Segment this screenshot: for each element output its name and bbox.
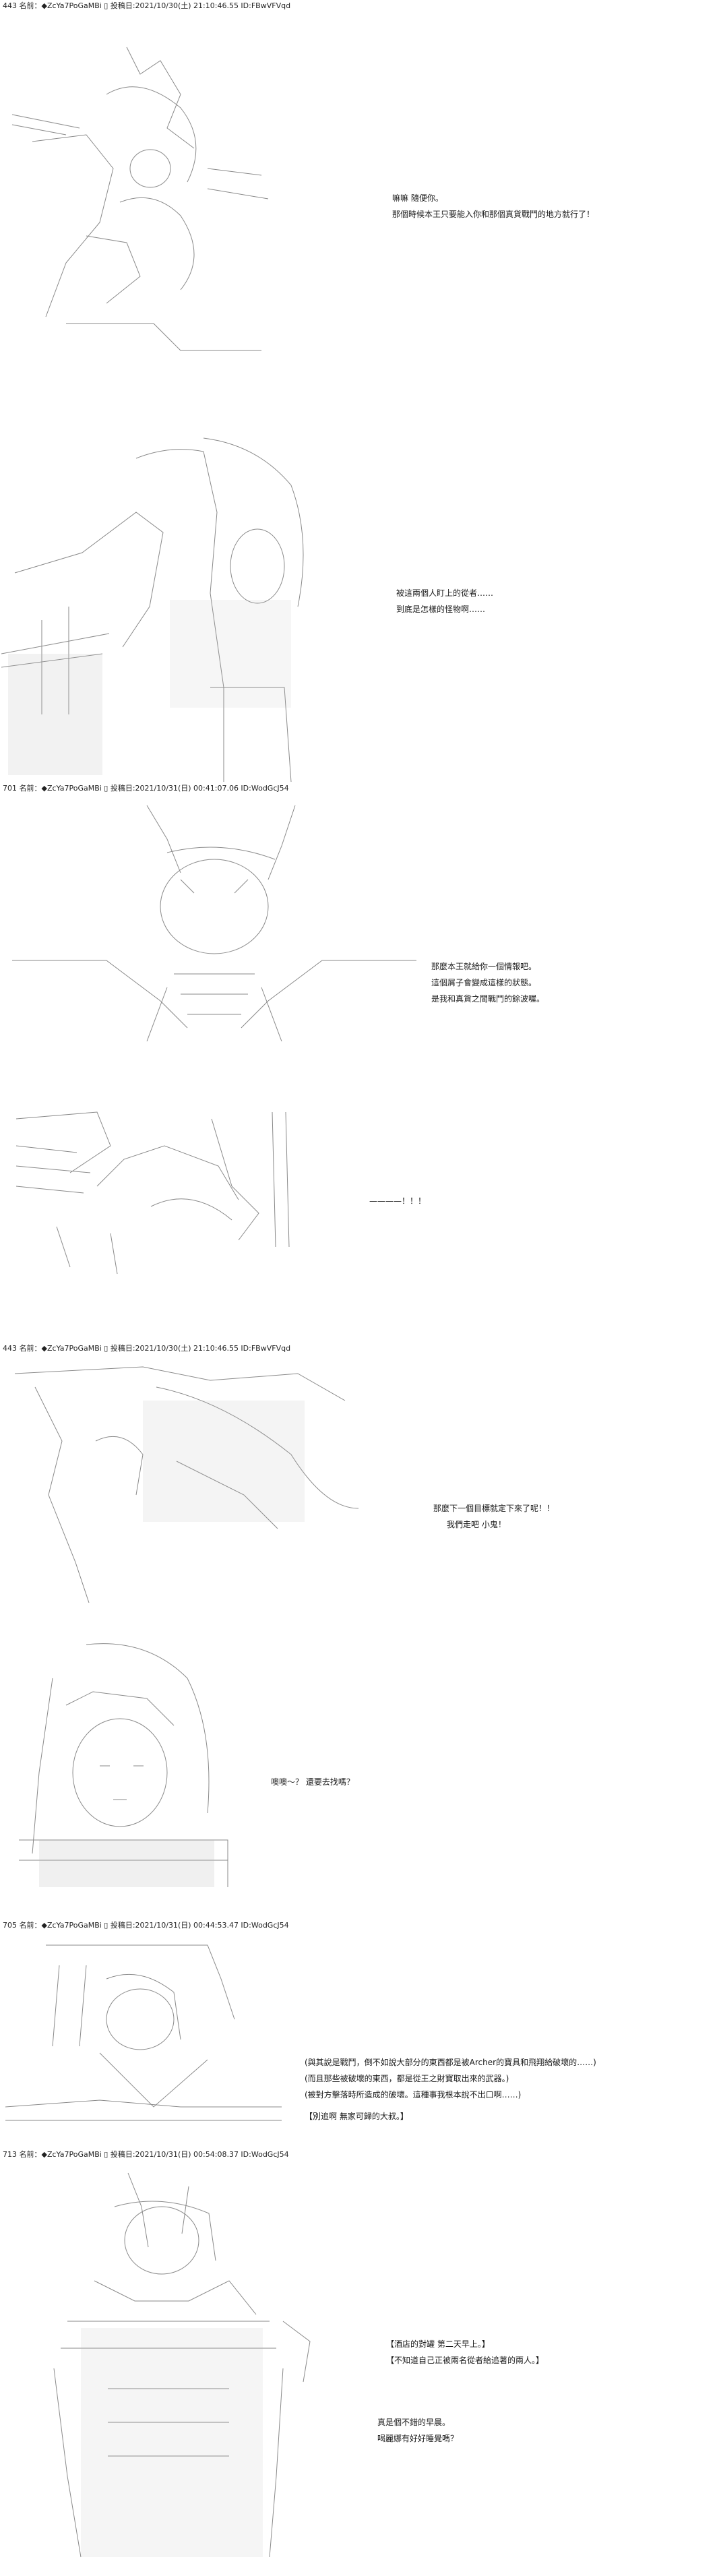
ascii-art-sketch [53, 2172, 311, 2558]
dialogue-line: 那麼下一個目標就定下來了呢！！ [433, 1504, 555, 1513]
ascii-art-figure [5, 34, 288, 364]
dialogue-line: ————！！！ [369, 1196, 427, 1206]
ascii-art-sketch [11, 47, 269, 351]
ascii-art-figure [16, 1105, 299, 1281]
ascii-art-figure [1, 431, 318, 782]
ascii-art-sketch [14, 1366, 358, 1603]
ascii-art-figure [5, 1938, 282, 2134]
dialogue-line: 真是個不錯的早晨。 [377, 2418, 451, 2427]
ascii-art-sketch [1, 437, 304, 782]
dialogue-line: 【不知道自己正被兩名從者給追著的兩人。】 [386, 2356, 544, 2365]
dialogue-line: 噢噢～？ 還要去找嗎？ [271, 1777, 354, 1787]
post-header: 701 名前：◆ZcYa7PoGaMBi ▯ 投稿日:2021/10/31(日)… [3, 784, 289, 793]
ascii-art-figure [12, 799, 416, 1041]
dialogue-line: 【酒店的對罐 第二天早上。】 [386, 2339, 490, 2349]
ascii-art-sketch [5, 1944, 282, 2121]
dialogue-line: (被對方擊落時所造成的破壞。這種事我根本說不出口啊……) [305, 2090, 522, 2099]
dialogue-line: 喝麗娜有好好睡覺嗎？ [377, 2434, 459, 2443]
dialogue-line: 到底是怎樣的怪物啊…… [396, 605, 486, 614]
dialogue-line: 那麼本王就給你一個情報吧。 [431, 962, 537, 971]
dialogue-line: (而且那些被破壞的東西，都是從王之財寶取出來的武器。) [305, 2074, 509, 2083]
dialogue-line: 嘛嘛 隨便你。 [392, 193, 443, 203]
ascii-art-sketch [12, 805, 416, 1041]
post-header: 705 名前：◆ZcYa7PoGaMBi ▯ 投稿日:2021/10/31(日)… [3, 1921, 289, 1930]
ascii-art-sketch [16, 1111, 290, 1275]
post-header: 713 名前：◆ZcYa7PoGaMBi ▯ 投稿日:2021/10/31(日)… [3, 2150, 289, 2159]
ascii-art-figure [12, 1638, 235, 1887]
post-header: 443 名前：◆ZcYa7PoGaMBi ▯ 投稿日:2021/10/30(土)… [3, 1344, 291, 1353]
post-header: 443 名前：◆ZcYa7PoGaMBi ▯ 投稿日:2021/10/30(土)… [3, 1, 291, 10]
dialogue-line: 這個屑子會變成這樣的狀態。 [431, 978, 537, 987]
dialogue-line: 是我和真貨之間戰鬥的餘波喔。 [431, 994, 545, 1004]
dialogue-line: 【別追啊 無家可歸的大叔。】 [305, 2112, 408, 2121]
ascii-art-figure [8, 1360, 358, 1603]
dialogue-line: 被這兩個人盯上的從者…… [396, 588, 494, 598]
dialogue-line: (與其說是戰鬥，倒不如說大部分的東西都是被Archer的寶具和飛翔給破壞的……) [305, 2058, 596, 2067]
dialogue-line: 那個時候本王只要能入你和那個真貨戰鬥的地方就行了！ [392, 210, 595, 219]
dialogue-line: 我們走吧 小鬼！ [447, 1520, 506, 1529]
ascii-art-sketch [19, 1643, 228, 1887]
ascii-art-figure [13, 2166, 323, 2571]
